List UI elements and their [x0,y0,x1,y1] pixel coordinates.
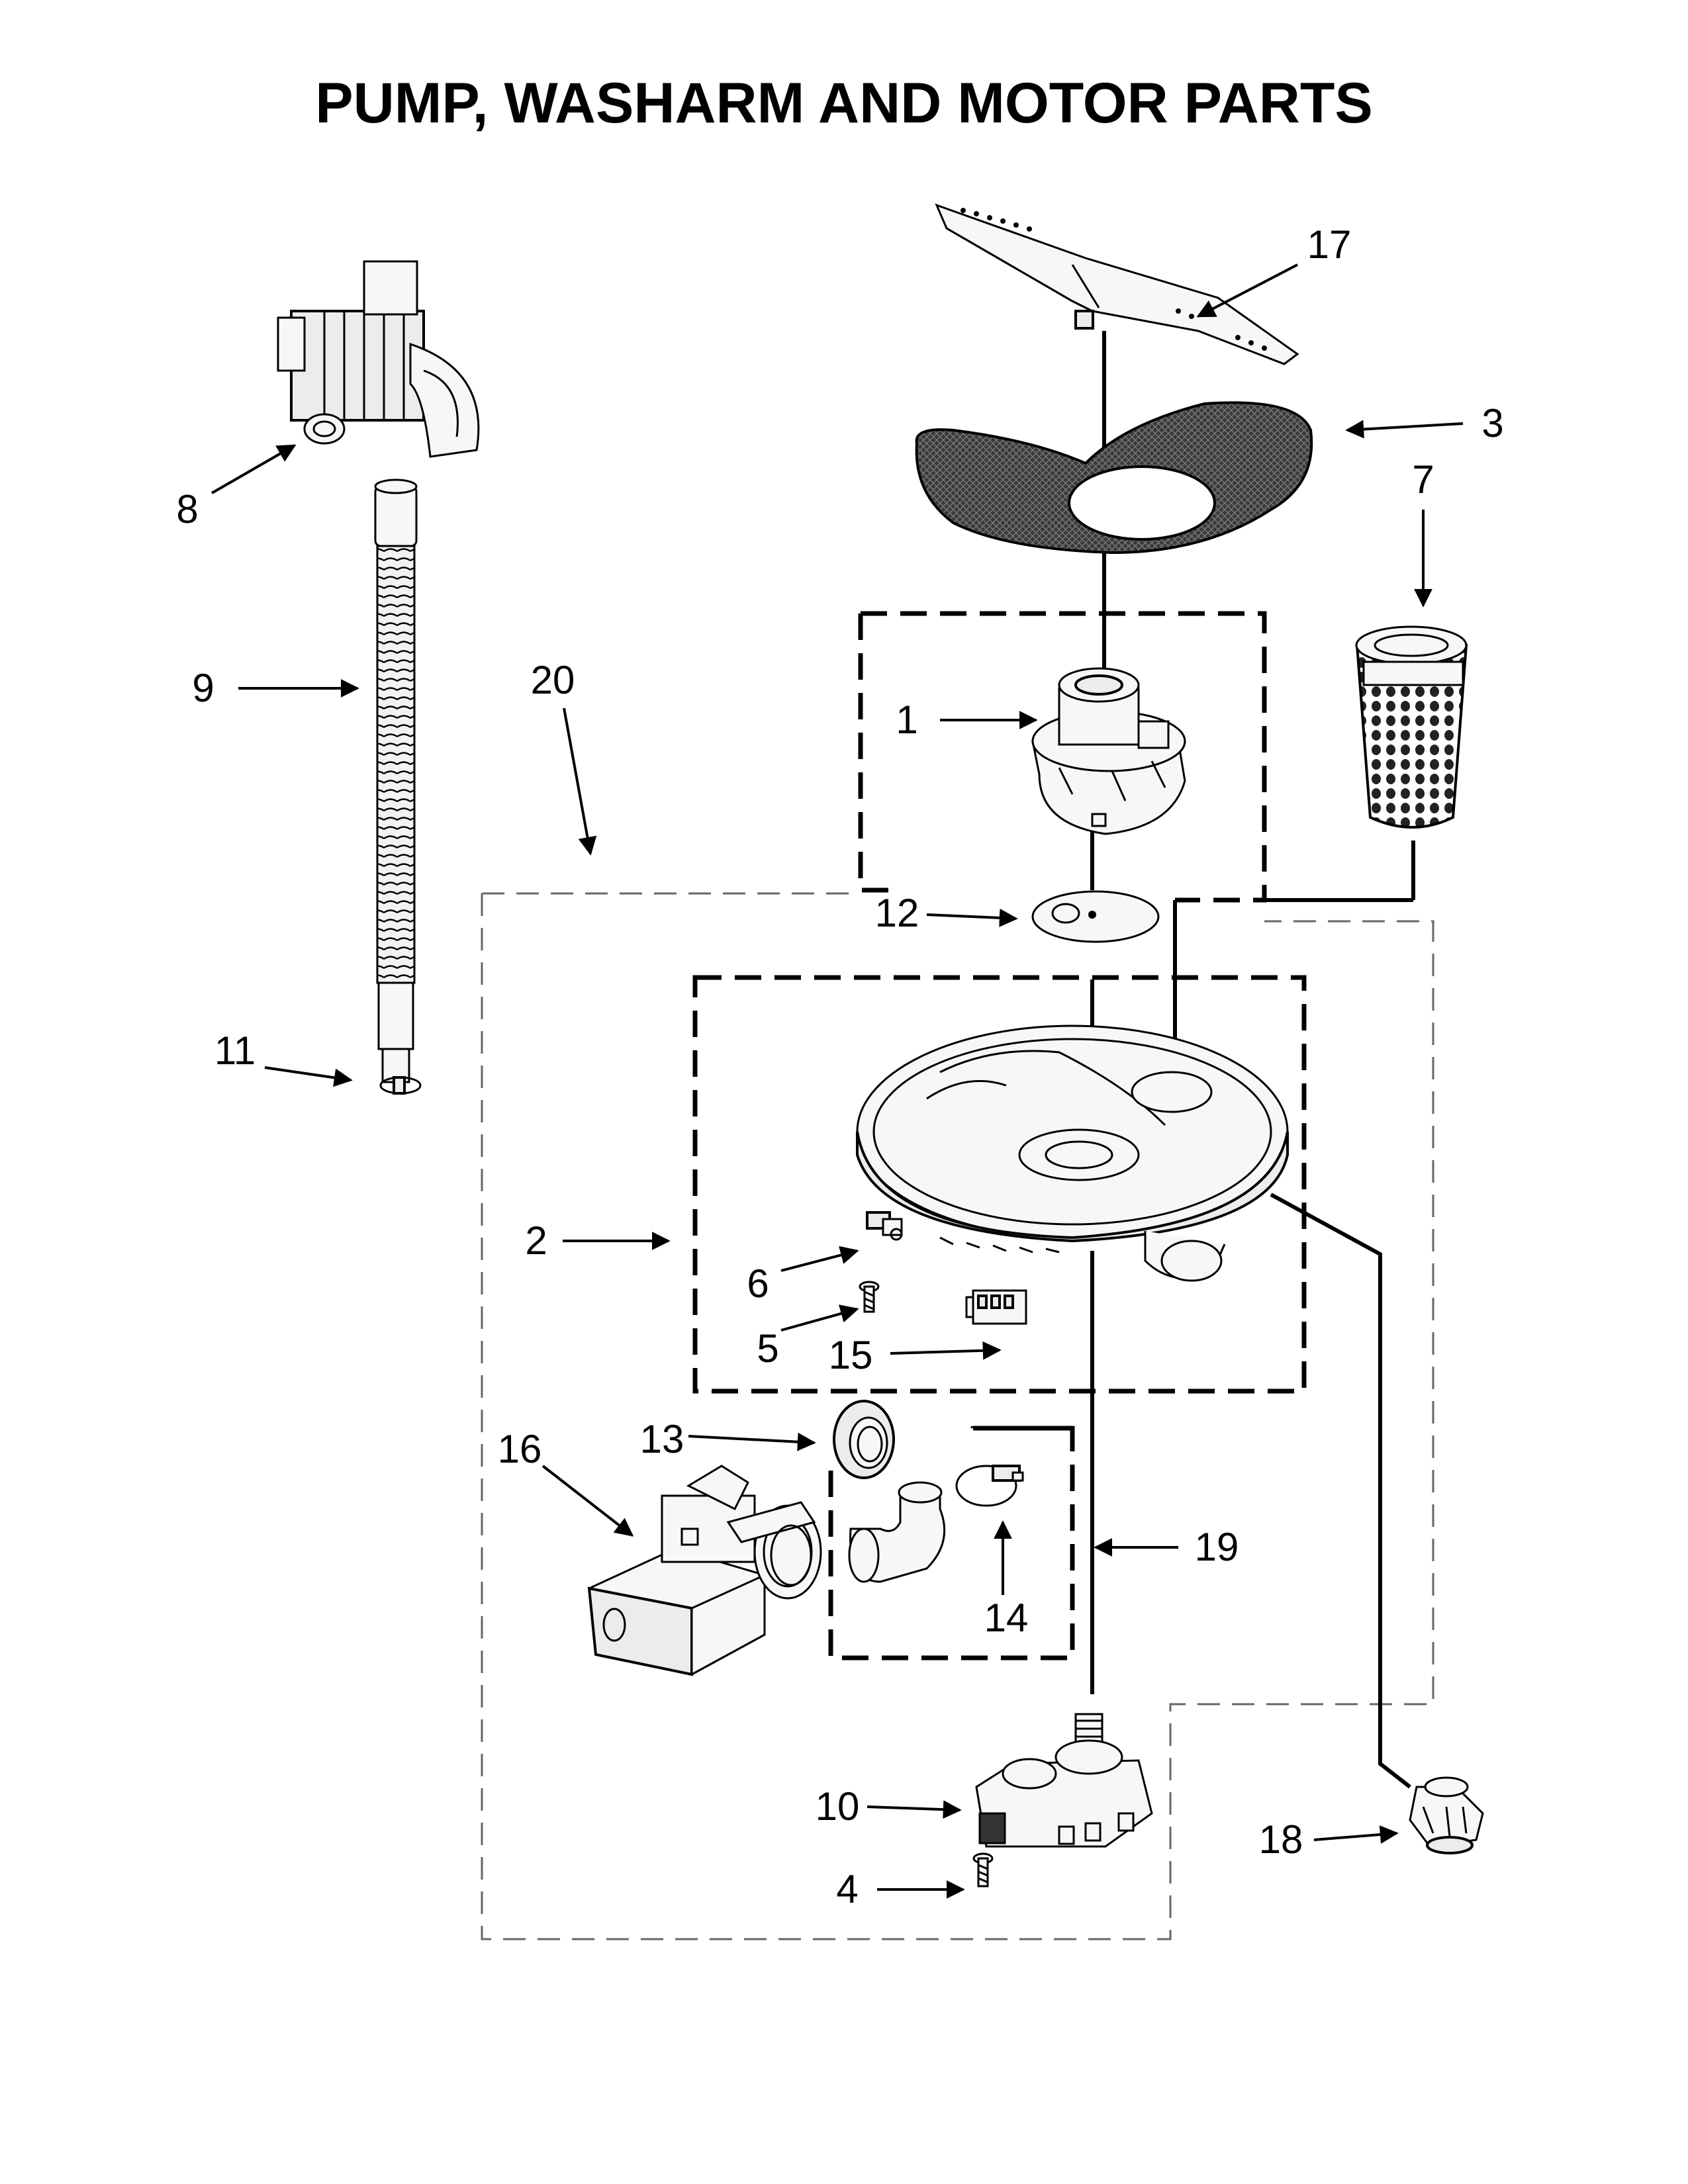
leader-12 [926,908,1018,927]
callout-11: 11 [214,1028,256,1073]
callout-5: 5 [757,1326,778,1371]
leader-20 [563,707,597,856]
callout-12: 12 [875,891,919,935]
callout-3: 3 [1481,401,1503,445]
group-box-hose [828,1426,1075,1661]
leader-17 [1196,263,1298,318]
callout-18: 18 [1259,1817,1303,1862]
hose-elbow [848,1481,946,1583]
pump-housing [1031,667,1186,835]
hose-clamp-14 [955,1465,1024,1507]
callout-13: 13 [640,1417,684,1461]
diagram-title: PUMP, WASHARM AND MOTOR PARTS [315,71,1372,135]
callout-2: 2 [525,1218,547,1263]
callout-7: 7 [1412,457,1434,502]
callout-6: 6 [747,1261,769,1306]
circulation-motor [587,1465,822,1676]
drain-hose [374,478,418,1083]
callout-10: 10 [816,1784,860,1829]
callout-15: 15 [829,1333,873,1377]
callout-20: 20 [531,658,575,702]
group-box-pump-assembly [858,611,1267,903]
leader-3 [1345,420,1464,439]
leader-6 [780,1246,859,1272]
leader-16 [541,1465,634,1537]
callout-19: 19 [1195,1525,1239,1569]
leader-5 [780,1304,859,1332]
leader-8 [211,444,297,494]
group-box-20 [481,892,1434,1940]
seal-ring-13 [833,1400,895,1479]
wash-arm [935,203,1299,365]
screw-5 [859,1281,880,1313]
leader-18 [1313,1825,1399,1844]
callout-14: 14 [984,1596,1029,1640]
sensor-wire [1270,1193,1411,1789]
leader-11 [264,1066,353,1087]
callout-16: 16 [498,1427,542,1471]
screw-4 [972,1852,994,1888]
sump [856,1024,1289,1282]
callout-9: 9 [192,666,214,710]
callout-1: 1 [896,698,917,742]
sensor-18 [1409,1776,1484,1854]
group-box-sump [692,975,1307,1394]
callout-17: 17 [1307,222,1352,267]
oring-16 [770,1524,812,1586]
sensor-clip [866,1211,903,1241]
leader-13 [688,1432,816,1451]
filter [1355,625,1468,829]
callout-8: 8 [176,487,198,531]
spray-shield [915,401,1313,555]
connector-15 [965,1289,1027,1325]
callout-4: 4 [836,1867,858,1911]
hose-clamp [379,1076,422,1095]
leader-15 [890,1341,1002,1360]
leader-10 [867,1800,962,1819]
seal-gasket [1031,890,1160,943]
diverter-motor [975,1713,1153,1848]
drain-pump [277,260,480,458]
